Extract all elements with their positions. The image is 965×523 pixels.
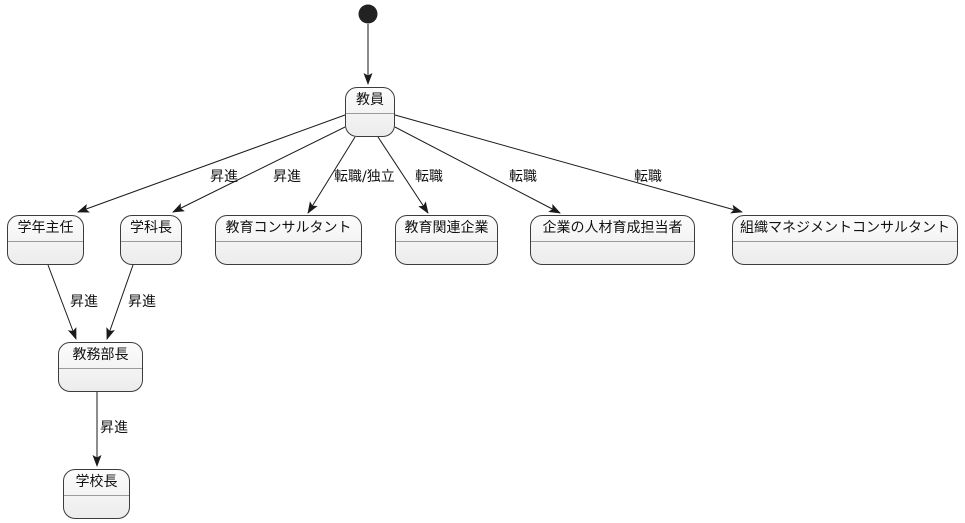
state-teacher-body bbox=[346, 114, 394, 136]
state-academic-affairs-director-label: 教務部長 bbox=[59, 343, 142, 369]
state-grade-head: 学年主任 bbox=[7, 215, 84, 265]
state-academic-affairs-director-body bbox=[59, 369, 142, 391]
state-education-company: 教育関連企業 bbox=[395, 215, 498, 265]
edge-teacher-to-education-company bbox=[377, 136, 429, 214]
edge-label-jobchange-independence: 転職/独立 bbox=[334, 169, 395, 185]
edge-label-jobchange-corporate-hr: 転職 bbox=[509, 169, 537, 185]
state-grade-head-label: 学年主任 bbox=[8, 216, 83, 242]
state-school-principal: 学校長 bbox=[63, 469, 130, 519]
state-department-head: 学科長 bbox=[120, 215, 182, 265]
state-academic-affairs-director: 教務部長 bbox=[58, 342, 143, 392]
edge-label-promotion-from-grade-head: 昇進 bbox=[70, 294, 98, 310]
edge-teacher-to-department-head bbox=[172, 126, 346, 213]
edge-teacher-to-grade-head bbox=[77, 114, 346, 213]
edge-teacher-to-corporate-hr-developer bbox=[394, 126, 561, 214]
state-department-head-body bbox=[121, 242, 181, 264]
state-education-consultant-label: 教育コンサルタント bbox=[216, 216, 361, 242]
state-school-principal-body bbox=[64, 496, 129, 518]
initial-state-dot bbox=[358, 4, 378, 24]
state-education-consultant-body bbox=[216, 242, 361, 264]
edge-teacher-to-org-management-consultant bbox=[394, 114, 743, 214]
state-department-head-label: 学科長 bbox=[121, 216, 181, 242]
state-org-management-consultant-label: 組織マネジメントコンサルタント bbox=[733, 216, 957, 242]
edge-department-head-to-academic-affairs-director bbox=[106, 264, 134, 340]
edge-grade-head-to-academic-affairs-director bbox=[47, 264, 77, 340]
state-corporate-hr-developer: 企業の人材育成担当者 bbox=[530, 215, 695, 265]
state-corporate-hr-developer-body bbox=[531, 242, 694, 264]
state-education-company-body bbox=[396, 242, 497, 264]
edge-teacher-to-education-consultant bbox=[307, 136, 356, 214]
edge-label-jobchange-org-management: 転職 bbox=[634, 169, 662, 185]
edge-label-promotion-department-head: 昇進 bbox=[273, 169, 301, 185]
edge-label-jobchange-education-company: 転職 bbox=[415, 169, 443, 185]
edge-label-promotion-to-principal: 昇進 bbox=[100, 420, 128, 436]
state-org-management-consultant: 組織マネジメントコンサルタント bbox=[732, 215, 958, 265]
state-education-company-label: 教育関連企業 bbox=[396, 216, 497, 242]
state-teacher-label: 教員 bbox=[346, 88, 394, 114]
state-grade-head-body bbox=[8, 242, 83, 264]
state-org-management-consultant-body bbox=[733, 242, 957, 264]
state-teacher: 教員 bbox=[345, 87, 395, 137]
state-corporate-hr-developer-label: 企業の人材育成担当者 bbox=[531, 216, 694, 242]
state-education-consultant: 教育コンサルタント bbox=[215, 215, 362, 265]
state-school-principal-label: 学校長 bbox=[64, 470, 129, 496]
edge-label-promotion-grade-head: 昇進 bbox=[210, 169, 238, 185]
edge-label-promotion-from-department-head: 昇進 bbox=[128, 294, 156, 310]
